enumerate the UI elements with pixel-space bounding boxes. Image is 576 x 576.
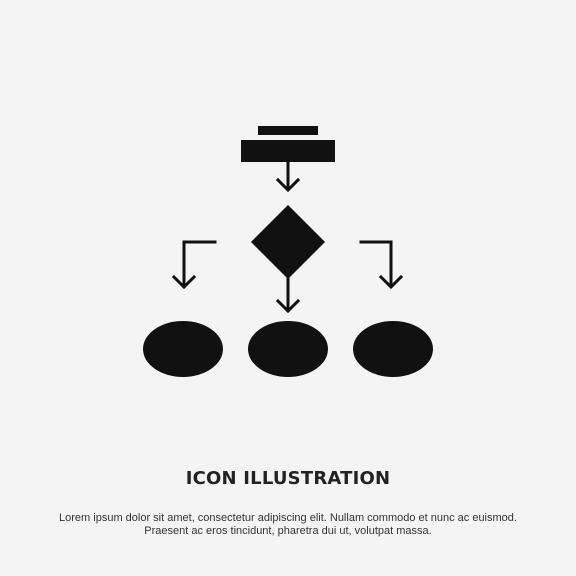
caption-line: Praesent ac eros tincidunt, pharetra dui… bbox=[144, 525, 432, 537]
elbow-arrow-left-icon bbox=[171, 240, 217, 290]
caption-title: ICON ILLUSTRATION bbox=[185, 468, 391, 489]
process-block bbox=[241, 140, 335, 162]
result-ellipse-middle bbox=[248, 321, 328, 377]
result-ellipse-left bbox=[143, 321, 223, 377]
elbow-arrow-right-icon bbox=[359, 240, 404, 290]
caption-description: Lorem ipsum dolor sit amet, consectetur … bbox=[0, 512, 576, 538]
top-small-bar bbox=[258, 126, 318, 135]
result-ellipse-right bbox=[353, 321, 433, 377]
arrow-down-icon bbox=[275, 277, 301, 314]
caption-line: Lorem ipsum dolor sit amet, consectetur … bbox=[59, 512, 517, 524]
arrow-down-icon bbox=[275, 160, 301, 193]
decision-diamond bbox=[251, 205, 325, 279]
